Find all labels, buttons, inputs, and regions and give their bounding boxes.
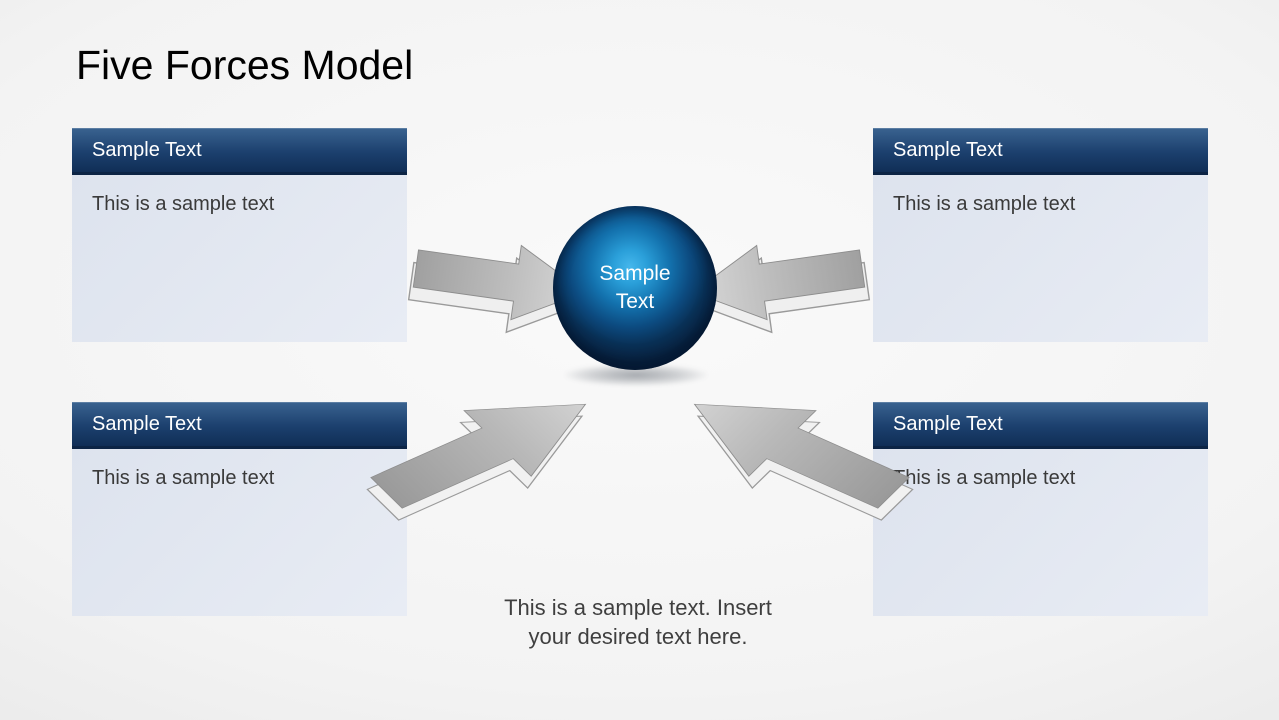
box-header-label: Sample Text — [893, 139, 1003, 161]
caption-line2: your desired text here. — [528, 624, 748, 649]
box-body-text: This is a sample text — [893, 467, 1076, 489]
sphere-label-line1: Sample — [599, 262, 671, 285]
box-body-text: This is a sample text — [893, 193, 1076, 215]
info-box-bottom-left: Sample Text This is a sample text — [72, 402, 407, 616]
sphere-shadow — [563, 364, 709, 386]
sphere-label-line2: Text — [615, 290, 655, 313]
box-header: Sample Text — [873, 402, 1208, 449]
info-box-top-left: Sample Text This is a sample text — [72, 128, 407, 342]
info-box-top-right: Sample Text This is a sample text — [873, 128, 1208, 342]
bottom-left-arrow-icon — [366, 403, 587, 521]
box-header-label: Sample Text — [92, 413, 202, 435]
left-arrow-icon — [407, 244, 586, 334]
box-body: This is a sample text — [72, 175, 407, 342]
caption-line1: This is a sample text. Insert — [504, 595, 772, 620]
right-arrow-icon — [692, 244, 871, 334]
box-body-text: This is a sample text — [92, 467, 275, 489]
box-body-text: This is a sample text — [92, 193, 275, 215]
box-body: This is a sample text — [873, 175, 1208, 342]
box-header: Sample Text — [873, 128, 1208, 175]
box-body: This is a sample text — [873, 449, 1208, 616]
box-header: Sample Text — [72, 402, 407, 449]
slide-caption: This is a sample text. Insert your desir… — [388, 593, 888, 651]
slide-title: Five Forces Model — [76, 42, 414, 88]
box-header-label: Sample Text — [92, 139, 202, 161]
box-header: Sample Text — [72, 128, 407, 175]
info-box-bottom-right: Sample Text This is a sample text — [873, 402, 1208, 616]
center-sphere: Sample Text — [553, 206, 717, 370]
box-header-label: Sample Text — [893, 413, 1003, 435]
bottom-right-arrow-icon — [693, 403, 914, 521]
box-body: This is a sample text — [72, 449, 407, 616]
